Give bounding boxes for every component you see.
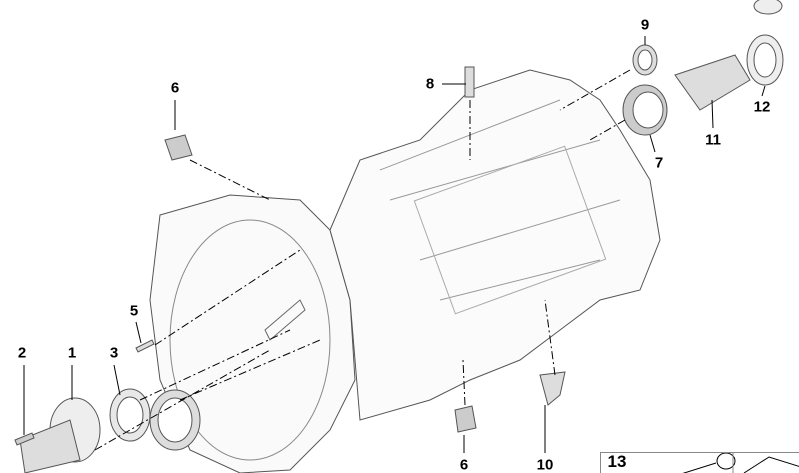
- part-5-pin: [135, 339, 155, 353]
- part-13-inset-box: [600, 452, 799, 473]
- part-8-pin: [464, 66, 475, 98]
- part-6-plug-top: [164, 134, 193, 161]
- callout-11: 11: [705, 131, 721, 149]
- callout-6-bottom: 6: [459, 456, 469, 473]
- callout-2: 2: [17, 344, 27, 362]
- callout-13: 13: [607, 452, 627, 471]
- callout-3: 3: [109, 344, 119, 362]
- part-10-sensor: [539, 371, 566, 406]
- part-2-bolt: [14, 432, 35, 446]
- callout-1: 1: [67, 344, 77, 362]
- callout-8: 8: [425, 75, 435, 93]
- callout-5: 5: [129, 302, 139, 320]
- callout-12: 12: [753, 98, 771, 116]
- part-6-plug-bottom: [454, 405, 477, 433]
- bell-housing: [149, 194, 356, 473]
- callout-9: 9: [640, 16, 650, 34]
- gearbox-case: [329, 69, 661, 421]
- callout-7: 7: [654, 154, 664, 172]
- callout-6-top: 6: [170, 79, 180, 97]
- part-11-shaft: [674, 54, 751, 111]
- callout-10: 10: [536, 456, 554, 473]
- part-1-flange: [19, 397, 101, 473]
